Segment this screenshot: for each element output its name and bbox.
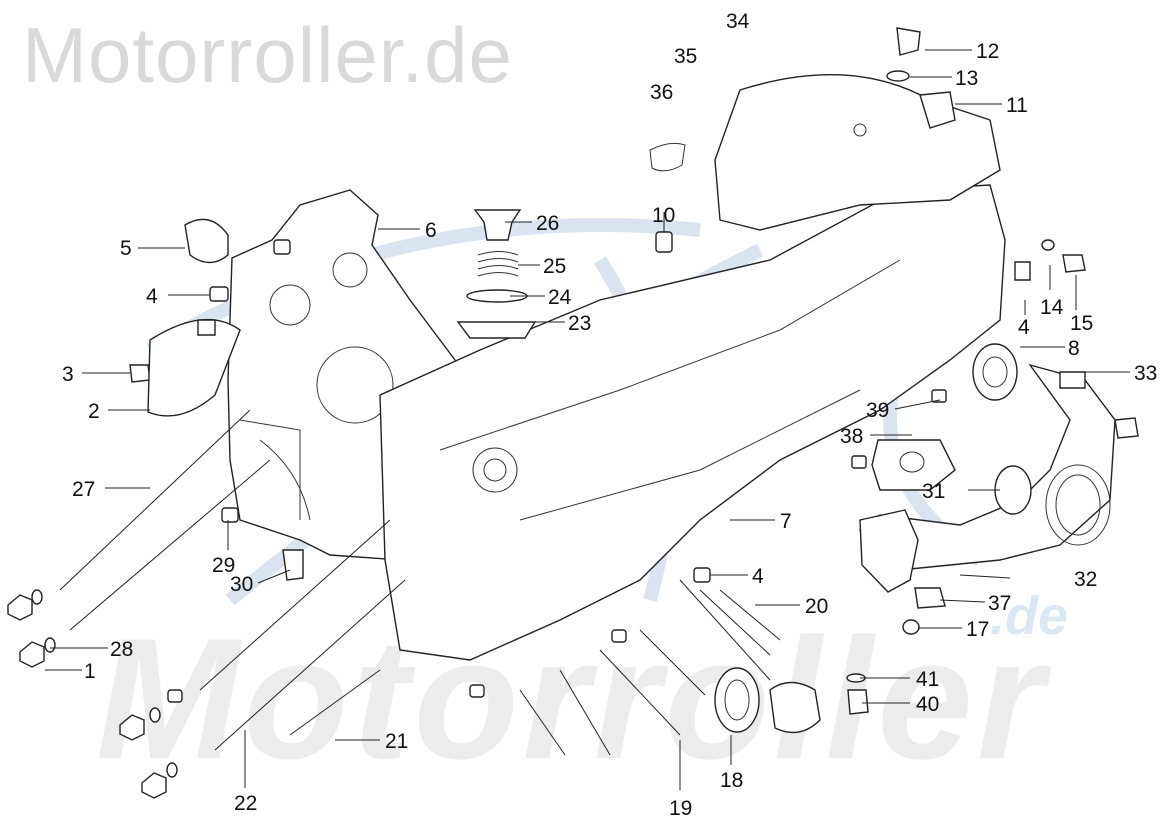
callout-29: 29	[212, 554, 235, 577]
callout-11: 11	[1006, 94, 1028, 117]
callout-13: 13	[955, 67, 978, 90]
callout-20: 20	[805, 595, 828, 618]
callout-34: 34	[726, 10, 750, 33]
studs	[59, 409, 781, 756]
small-parts	[7, 27, 1139, 799]
callout-40: 40	[916, 693, 939, 716]
callout-4: 4	[146, 285, 158, 308]
leader-lines	[45, 49, 1130, 790]
callout-labels: 1 2 3 4 5 6 7 8 10 11 12 13 14 15 17 18 …	[62, 10, 1157, 820]
callout-19: 19	[669, 797, 692, 820]
callout-17: 17	[966, 618, 989, 641]
callout-36: 36	[650, 81, 673, 104]
watermark-top: Motorroller.de	[22, 11, 513, 99]
callout-30: 30	[230, 573, 253, 596]
callout-39: 39	[866, 399, 889, 422]
callout-35: 35	[674, 45, 697, 68]
callout-26: 26	[536, 212, 559, 235]
callout-1: 1	[84, 660, 96, 683]
watermark-bottom: Motorroller	[96, 603, 1048, 795]
callout-8: 8	[1068, 337, 1080, 360]
callout-24: 24	[548, 286, 572, 309]
callout-12: 12	[976, 40, 999, 63]
callout-2: 2	[88, 400, 100, 423]
callout-27: 27	[72, 478, 95, 501]
right-crankcase	[379, 135, 1006, 661]
callout-38: 38	[840, 425, 863, 448]
callout-5: 5	[120, 237, 132, 260]
callout-31: 31	[922, 480, 945, 503]
callout-18: 18	[720, 769, 743, 792]
callout-6: 6	[425, 219, 437, 242]
callout-37: 37	[988, 592, 1011, 615]
callout-25: 25	[543, 255, 566, 278]
callout-33: 33	[1134, 362, 1157, 385]
callout-3: 3	[62, 363, 74, 386]
watermark-suffix: .de	[990, 586, 1069, 646]
callout-7: 7	[780, 510, 792, 533]
callout-4-right: 4	[1018, 316, 1030, 339]
callout-22: 22	[234, 792, 257, 815]
callout-15: 15	[1070, 312, 1093, 335]
callout-41: 41	[916, 668, 939, 691]
callout-21: 21	[385, 730, 408, 753]
callout-10: 10	[652, 204, 675, 227]
callout-23: 23	[568, 312, 591, 335]
callout-28: 28	[110, 638, 133, 661]
callout-32: 32	[1074, 568, 1097, 591]
callout-14: 14	[1040, 296, 1064, 319]
callout-4-lower: 4	[752, 565, 764, 588]
